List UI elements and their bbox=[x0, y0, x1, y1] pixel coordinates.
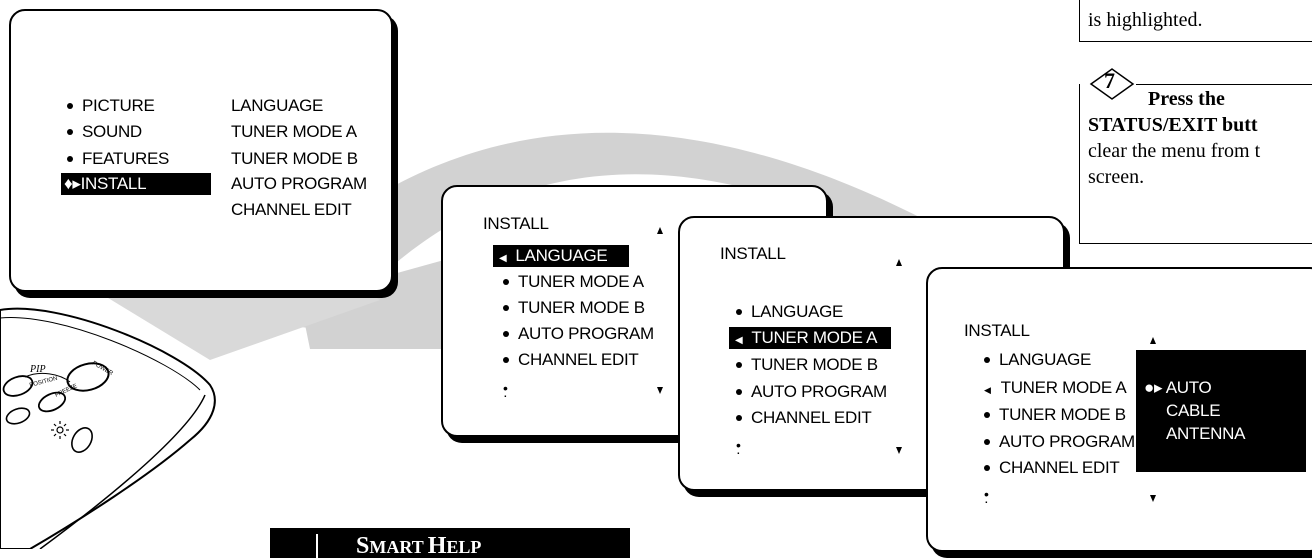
option-antenna[interactable]: ANTENNA bbox=[1166, 424, 1246, 443]
submenu-item-channel-edit: CHANNEL EDIT bbox=[231, 200, 352, 219]
more-items-icon: •․ bbox=[736, 437, 741, 457]
step-bold-line-2: STATUS/EXIT butt bbox=[1088, 114, 1258, 136]
menu-item-tuner-mode-a[interactable]: ◀ TUNER MODE A bbox=[984, 377, 1127, 399]
swap-button bbox=[5, 407, 31, 425]
scroll-down-icon[interactable] bbox=[896, 447, 902, 454]
scroll-down-icon[interactable] bbox=[657, 387, 663, 394]
menu-item-label: CHANNEL EDIT bbox=[999, 458, 1120, 477]
menu-item-label: LANGUAGE bbox=[999, 350, 1092, 369]
main-menu-item-install[interactable]: ♦▸INSTALL bbox=[61, 173, 211, 195]
menu-item-label: CHANNEL EDIT bbox=[751, 408, 872, 427]
more-items-icon: •․ bbox=[503, 380, 508, 400]
option-cable[interactable]: CABLE bbox=[1166, 401, 1221, 420]
scroll-down-icon[interactable] bbox=[1150, 495, 1156, 502]
left-arrow-icon: ◀ bbox=[984, 385, 991, 395]
menu-item-tuner-mode-b[interactable]: TUNER MODE B bbox=[736, 354, 878, 376]
menu-item-tuner-mode-b[interactable]: TUNER MODE B bbox=[984, 404, 1126, 426]
menu-item-auto-program[interactable]: AUTO PROGRAM bbox=[503, 323, 654, 345]
menu-item-label: TUNER MODE B bbox=[751, 355, 878, 374]
menu-item-label: TUNER MODE B bbox=[999, 405, 1126, 424]
divider bbox=[316, 534, 318, 558]
main-menu-item-sound[interactable]: SOUND bbox=[67, 121, 142, 143]
scroll-up-icon[interactable] bbox=[657, 227, 663, 234]
freeze-button bbox=[37, 391, 67, 413]
menu-item-tuner-mode-b[interactable]: TUNER MODE B bbox=[503, 297, 645, 319]
power-button bbox=[66, 362, 110, 392]
menu-item-language[interactable]: ◀ LANGUAGE bbox=[493, 245, 629, 267]
menu-item-label: LANGUAGE bbox=[751, 302, 844, 321]
menu-item-label: AUTO PROGRAM bbox=[518, 324, 654, 343]
menu-item-label: TUNER MODE A bbox=[751, 328, 878, 347]
menu-item-label: TUNER MODE A bbox=[518, 272, 644, 291]
menu-item-channel-edit[interactable]: CHANNEL EDIT bbox=[503, 349, 639, 371]
remote-control: PIP POSITION FREEZE POWER bbox=[0, 307, 216, 549]
main-menu-item-label: INSTALL bbox=[80, 174, 147, 193]
step-text-line-1: clear the menu from t bbox=[1088, 140, 1261, 162]
submenu-item-language: LANGUAGE bbox=[231, 96, 324, 115]
option-auto[interactable]: ●▸ AUTO bbox=[1144, 377, 1212, 399]
menu-item-label: AUTO PROGRAM bbox=[751, 382, 887, 401]
menu-item-label: TUNER MODE B bbox=[518, 298, 645, 317]
option-label: AUTO bbox=[1165, 378, 1212, 397]
menu-item-label: TUNER MODE A bbox=[1000, 378, 1127, 397]
side-button bbox=[71, 427, 93, 453]
menu-item-language[interactable]: LANGUAGE bbox=[736, 301, 843, 323]
step-7-box: Press the STATUS/EXIT butt clear the men… bbox=[1079, 84, 1312, 244]
remote-label-pip: PIP bbox=[29, 364, 46, 375]
previous-step-text: is highlighted. bbox=[1088, 9, 1203, 31]
menu-item-tuner-mode-a[interactable]: ◀ TUNER MODE A bbox=[729, 327, 891, 349]
menu-title: INSTALL bbox=[483, 214, 549, 233]
sun-icon bbox=[51, 421, 69, 439]
step-number-diamond bbox=[1089, 68, 1135, 100]
menu-title: INSTALL bbox=[964, 321, 1030, 340]
submenu-item-auto-program: AUTO PROGRAM bbox=[231, 174, 367, 193]
menu-item-auto-program[interactable]: AUTO PROGRAM bbox=[984, 431, 1135, 453]
main-menu-screen: PICTURE SOUND FEATURES ♦▸INSTALL LANGUAG… bbox=[9, 9, 393, 292]
smart-help-banner: SMART HELP bbox=[270, 528, 630, 558]
scroll-up-icon[interactable] bbox=[896, 259, 902, 266]
step-number: 7 bbox=[1104, 68, 1115, 93]
menu-item-label: AUTO PROGRAM bbox=[999, 432, 1135, 451]
menu-item-label: CHANNEL EDIT bbox=[518, 350, 639, 369]
previous-step-box: is highlighted. bbox=[1079, 0, 1312, 42]
install-menu-screen-3: INSTALL LANGUAGE ◀ TUNER MODE A TUNER MOD… bbox=[926, 267, 1312, 552]
menu-item-auto-program[interactable]: AUTO PROGRAM bbox=[736, 381, 887, 403]
main-menu-item-label: FEATURES bbox=[82, 149, 170, 168]
left-arrow-icon: ◀ bbox=[499, 253, 507, 264]
select-arrow-icon: ●▸ bbox=[1144, 378, 1163, 397]
main-menu-item-label: PICTURE bbox=[82, 96, 155, 115]
more-items-icon: •․ bbox=[984, 486, 989, 506]
submenu-item-tuner-mode-b: TUNER MODE B bbox=[231, 149, 358, 168]
menu-item-label: LANGUAGE bbox=[515, 246, 608, 265]
left-arrow-icon: ◀ bbox=[735, 335, 743, 346]
menu-item-tuner-mode-a[interactable]: TUNER MODE A bbox=[503, 271, 644, 293]
menu-item-channel-edit[interactable]: CHANNEL EDIT bbox=[984, 457, 1120, 479]
main-menu-item-picture[interactable]: PICTURE bbox=[67, 95, 155, 117]
step-text-line-2: screen. bbox=[1088, 166, 1145, 188]
submenu-item-tuner-mode-a: TUNER MODE A bbox=[231, 122, 357, 141]
select-arrow-icon: ♦▸ bbox=[64, 174, 81, 193]
step-top-rule bbox=[1136, 84, 1312, 85]
main-menu-item-label: SOUND bbox=[82, 122, 142, 141]
menu-title: INSTALL bbox=[720, 244, 786, 263]
scroll-up-icon[interactable] bbox=[1150, 337, 1156, 344]
step-bold-line-1: Press the bbox=[1148, 88, 1225, 110]
smart-help-title: SMART HELP bbox=[356, 533, 482, 558]
position-button bbox=[2, 375, 34, 397]
menu-item-language[interactable]: LANGUAGE bbox=[984, 349, 1091, 371]
tuner-option-panel: ●▸ AUTO CABLE ANTENNA bbox=[1136, 350, 1306, 472]
main-menu-item-features[interactable]: FEATURES bbox=[67, 148, 169, 170]
menu-item-channel-edit[interactable]: CHANNEL EDIT bbox=[736, 407, 872, 429]
